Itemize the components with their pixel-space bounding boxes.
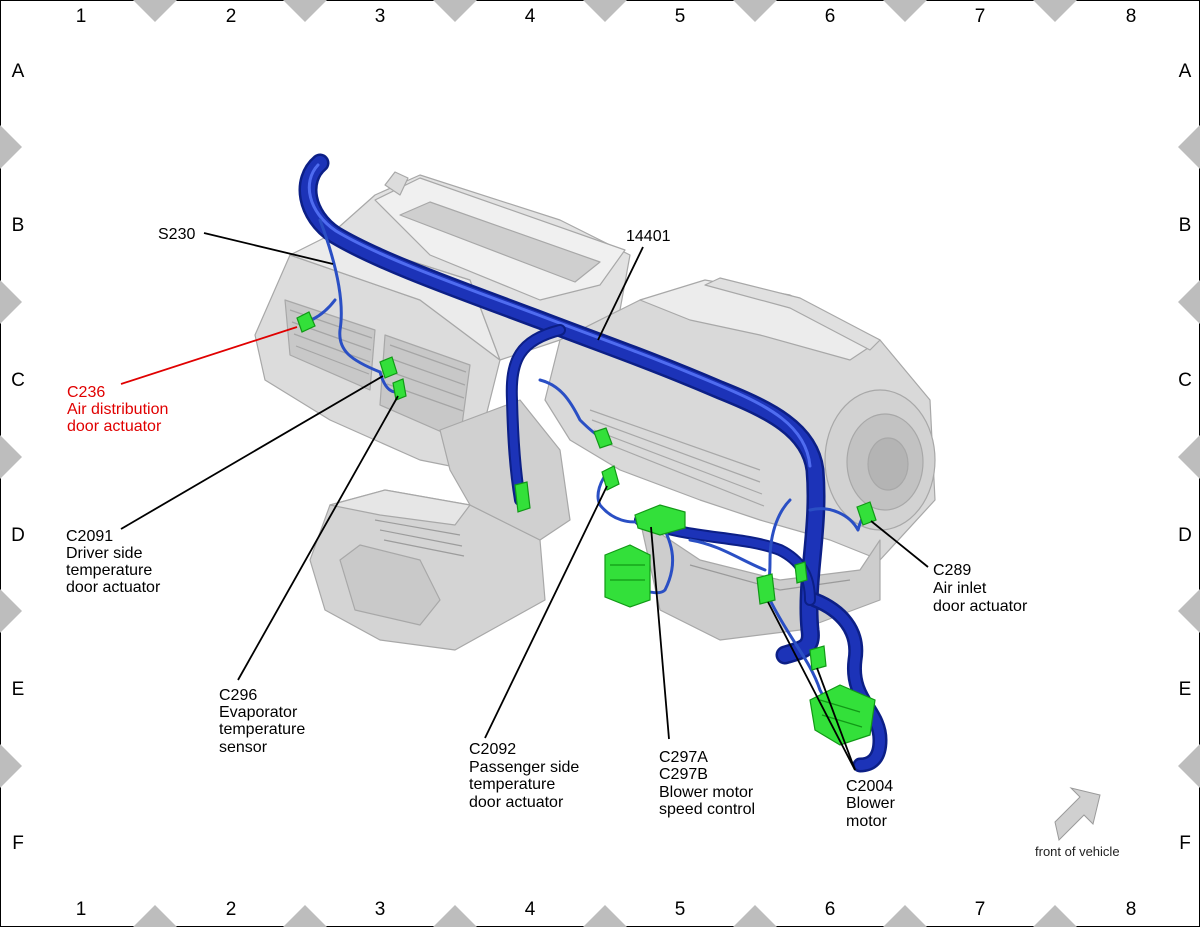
leader-c2092 — [484, 485, 608, 739]
grid-col-8-top: 8 — [1126, 6, 1137, 27]
label-c297: C297A C297B Blower motor speed control — [659, 749, 758, 818]
border-marker-top-5 — [733, 0, 777, 22]
connector-c297b — [604, 544, 651, 608]
leader-s230 — [203, 232, 334, 265]
connector-c2004 — [809, 684, 876, 746]
label-c2004: C2004 Blower motor — [846, 778, 899, 830]
grid-col-6-top: 6 — [825, 6, 836, 27]
border-marker-top-4 — [583, 0, 627, 22]
label-14401: 14401 — [626, 228, 671, 245]
grid-col-4-top: 4 — [525, 6, 536, 27]
orientation-indicator: front of vehicle — [1035, 787, 1120, 859]
connector-inline-left — [514, 481, 531, 513]
grid-col-6-bottom: 6 — [825, 899, 836, 920]
leader-c297 — [650, 526, 670, 740]
grid-col-3-top: 3 — [375, 6, 386, 27]
leader-c296 — [237, 395, 399, 681]
connector-c236 — [296, 311, 316, 333]
border-marker-left-4 — [0, 589, 22, 633]
border-marker-right-4 — [1178, 589, 1200, 633]
grid-col-5-bottom: 5 — [675, 899, 686, 920]
grid-row-b-right: B — [1179, 215, 1192, 236]
border-marker-left-1 — [0, 125, 22, 169]
connector-small-lower — [809, 645, 827, 671]
label-s230: S230 — [158, 226, 195, 243]
grid-row-d-left: D — [11, 525, 25, 546]
grid-col-7-bottom: 7 — [975, 899, 986, 920]
leader-c236 — [120, 326, 298, 385]
grid-row-labels-left: A B C D E F — [11, 61, 25, 854]
grid-col-2-bottom: 2 — [226, 899, 237, 920]
grid-row-b-left: B — [12, 215, 25, 236]
orientation-label: front of vehicle — [1035, 844, 1120, 859]
grid-row-f-right: F — [1179, 833, 1191, 854]
grid-col-1-top: 1 — [76, 6, 87, 27]
grid-row-f-left: F — [12, 833, 24, 854]
border-marker-top-2 — [283, 0, 327, 22]
border-marker-bottom-4 — [583, 905, 627, 927]
label-c2091: C2091 Driver side temperature door actua… — [66, 528, 161, 596]
border-marker-right-1 — [1178, 125, 1200, 169]
connector-inline-right — [794, 561, 808, 584]
border-marker-bottom-5 — [733, 905, 777, 927]
label-c2092: C2092 Passenger side temperature door ac… — [469, 741, 584, 811]
label-c236: C236 Air distribution door actuator — [67, 384, 173, 435]
grid-col-3-bottom: 3 — [375, 899, 386, 920]
leader-c2004-b — [816, 667, 856, 771]
label-c289: C289 Air inlet door actuator — [933, 562, 1028, 615]
border-marker-top-1 — [133, 0, 177, 22]
grid-row-labels-right: A B C D E F — [1178, 61, 1192, 854]
leader-c2091 — [120, 375, 384, 530]
border-marker-bottom-6 — [883, 905, 927, 927]
grid-col-5-top: 5 — [675, 6, 686, 27]
border-marker-bottom-2 — [283, 905, 327, 927]
grid-col-8-bottom: 8 — [1126, 899, 1137, 920]
border-marker-right-3 — [1178, 435, 1200, 479]
grid-col-1-bottom: 1 — [76, 899, 87, 920]
grid-row-c-right: C — [1178, 370, 1192, 391]
connector-mid-right — [756, 573, 776, 605]
leader-c2004-a — [767, 601, 856, 771]
grid-row-d-right: D — [1178, 525, 1192, 546]
grid-row-e-right: E — [1179, 679, 1192, 700]
border-marker-right-5 — [1178, 744, 1200, 788]
border-marker-top-6 — [883, 0, 927, 22]
border-marker-bottom-1 — [133, 905, 177, 927]
connector-c296 — [392, 378, 407, 401]
grid-row-c-left: C — [11, 370, 25, 391]
connector-c289 — [856, 501, 877, 526]
arrow-up-right-icon — [1054, 787, 1101, 841]
connector-upper-mid — [593, 427, 613, 449]
border-marker-top-7 — [1033, 0, 1077, 22]
leader-14401 — [597, 246, 644, 341]
connector-c297a — [634, 504, 686, 536]
border-marker-right-2 — [1178, 280, 1200, 324]
border-marker-left-5 — [0, 744, 22, 788]
grid-row-e-left: E — [12, 679, 25, 700]
border-marker-bottom-7 — [1033, 905, 1077, 927]
grid-row-a-right: A — [1179, 61, 1192, 82]
connector-c2092 — [601, 465, 620, 491]
border-marker-left-3 — [0, 435, 22, 479]
connector-c2091 — [379, 356, 398, 379]
grid-col-4-bottom: 4 — [525, 899, 536, 920]
border-marker-top-3 — [433, 0, 477, 22]
border-marker-bottom-3 — [433, 905, 477, 927]
grid-column-labels-top: 1 2 3 4 5 6 7 8 — [76, 6, 1137, 27]
leader-c289 — [870, 520, 929, 568]
grid-col-2-top: 2 — [226, 6, 237, 27]
connectors — [296, 311, 877, 746]
border-marker-left-2 — [0, 280, 22, 324]
grid-col-7-top: 7 — [975, 6, 986, 27]
grid-column-labels-bottom: 1 2 3 4 5 6 7 8 — [76, 899, 1137, 920]
label-c296: C296 Evaporator temperature sensor — [219, 687, 310, 756]
callout-labels: S230 14401 C236 Air distribution door ac… — [66, 226, 1028, 830]
leader-lines — [120, 232, 929, 771]
grid-row-a-left: A — [12, 61, 25, 82]
